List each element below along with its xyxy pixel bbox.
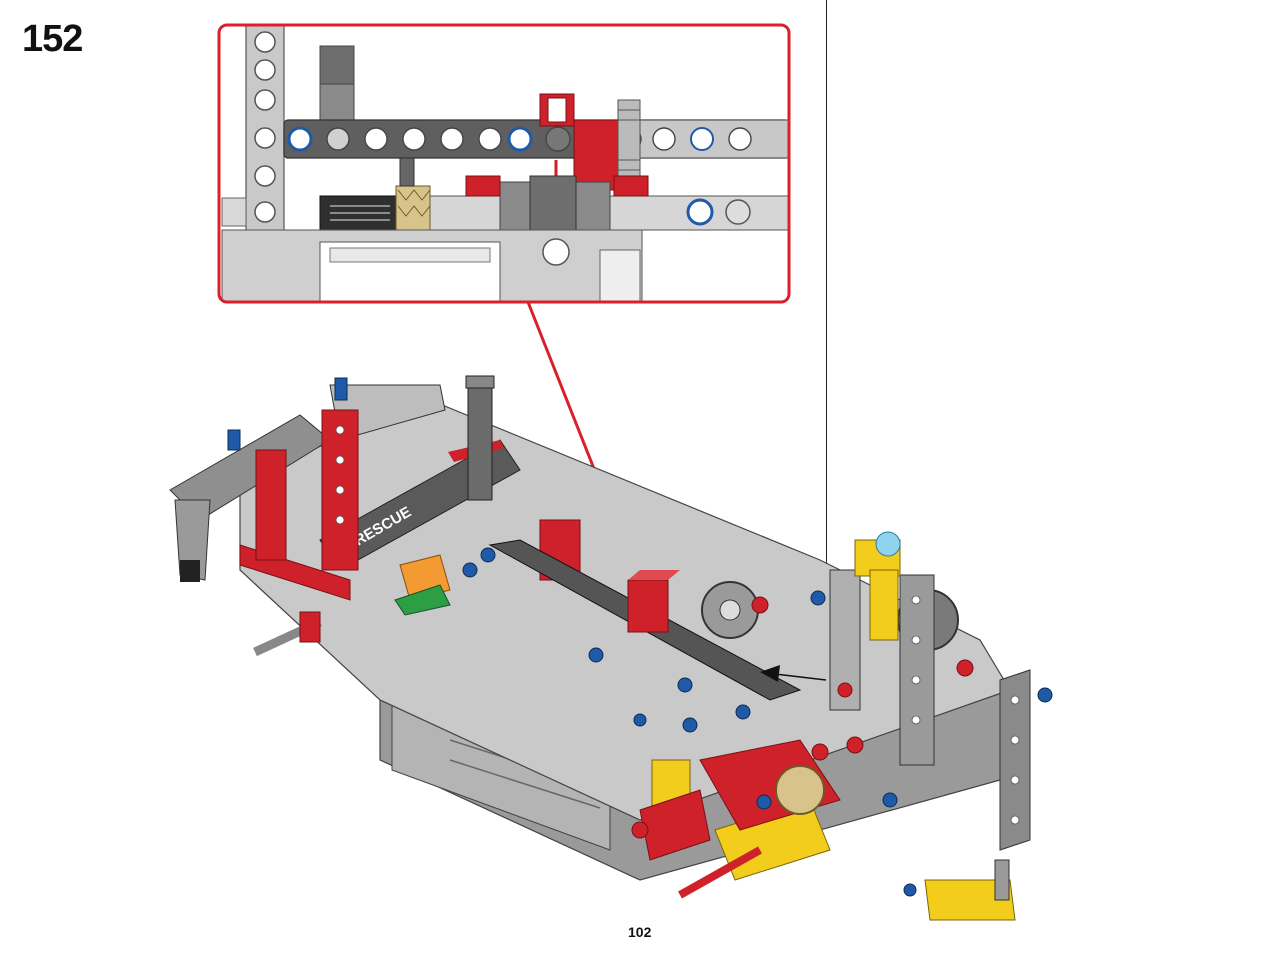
step-number: 152 [22,18,83,60]
callout-detail [217,23,791,304]
page-number: 102 [628,924,652,940]
technic-model-chassis: RESCUE T [169,375,1053,921]
column-divider [826,0,827,700]
insertion-arrow [760,665,827,682]
callout-frame [217,23,791,304]
